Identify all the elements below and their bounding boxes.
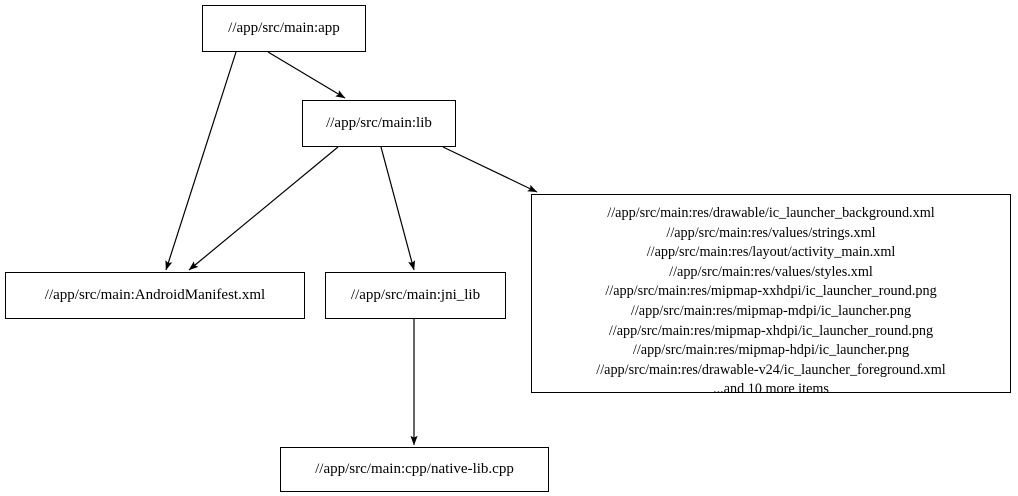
resource-line: //app/src/main:res/drawable-v24/ic_launc… (596, 361, 946, 378)
edge-app-to-lib (267, 51, 346, 99)
edge-app-to-androidmanifest (165, 51, 237, 271)
edge-lib-to-jni-lib (380, 146, 416, 271)
resource-line: //app/src/main:res/mipmap-hdpi/ic_launch… (632, 342, 910, 359)
resource-line: //app/src/main:res/mipmap-xxhdpi/ic_laun… (605, 283, 937, 300)
resource-overflow-label: ...and 10 more items (713, 381, 829, 398)
edge-lib-to-resources (442, 146, 538, 193)
node-native-lib-cpp[interactable]: //app/src/main:cpp/native-lib.cpp (280, 447, 549, 492)
resource-line: //app/src/main:res/layout/activity_main.… (646, 244, 896, 261)
edge-lib-to-androidmanifest (188, 146, 339, 271)
resource-line: //app/src/main:res/mipmap-mdpi/ic_launch… (630, 302, 912, 319)
resource-line: //app/src/main:res/values/styles.xml (669, 263, 873, 280)
resource-line: //app/src/main:res/drawable/ic_launcher_… (607, 205, 935, 221)
node-lib[interactable]: //app/src/main:lib (302, 100, 456, 147)
node-resources[interactable]: //app/src/main:res/drawable/ic_launcher_… (531, 194, 1011, 397)
resource-line: //app/src/main:res/values/strings.xml (666, 224, 876, 241)
node-jni-lib[interactable]: //app/src/main:jni_lib (325, 272, 506, 319)
resource-line: //app/src/main:res/mipmap-xhdpi/ic_launc… (608, 322, 934, 339)
node-androidmanifest-xml[interactable]: //app/src/main:AndroidManifest.xml (5, 272, 305, 319)
node-app[interactable]: //app/src/main:app (202, 5, 366, 52)
